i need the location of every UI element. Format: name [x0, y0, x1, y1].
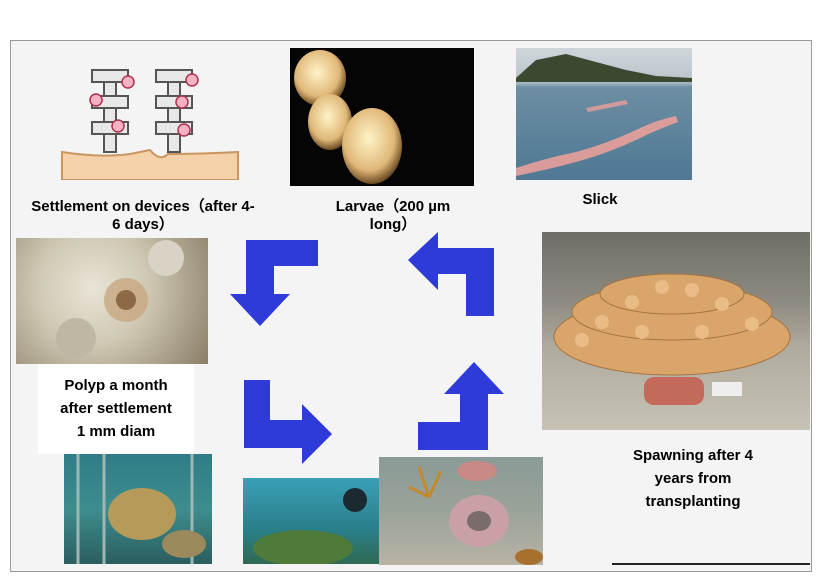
arrow-top-left-icon	[230, 240, 318, 326]
slick-photo	[516, 48, 692, 180]
polyp-caption: Polyp a month after settlement 1 mm diam	[38, 364, 194, 454]
polyp-photo	[16, 238, 208, 364]
arrow-bottom-right-icon	[418, 362, 504, 450]
settlement-caption: Settlement on devices（after 4- 6 days）	[31, 198, 255, 233]
larvae-caption: Larvae（200 µm long）	[335, 198, 451, 233]
larvae-photo	[290, 48, 474, 186]
divider-line	[612, 563, 810, 565]
spawning-caption: Spawning after 4 years from transplantin…	[632, 447, 754, 510]
reef-transplant-photo	[379, 457, 543, 565]
spawning-coral-photo	[542, 232, 810, 430]
nursery-photo	[64, 454, 212, 564]
settlement-devices-illustration	[60, 62, 240, 180]
arrow-bottom-left-icon	[244, 380, 332, 464]
arrow-top-right-icon	[408, 232, 494, 316]
slick-caption: Slick	[582, 191, 618, 208]
underwater-photo	[243, 478, 379, 564]
